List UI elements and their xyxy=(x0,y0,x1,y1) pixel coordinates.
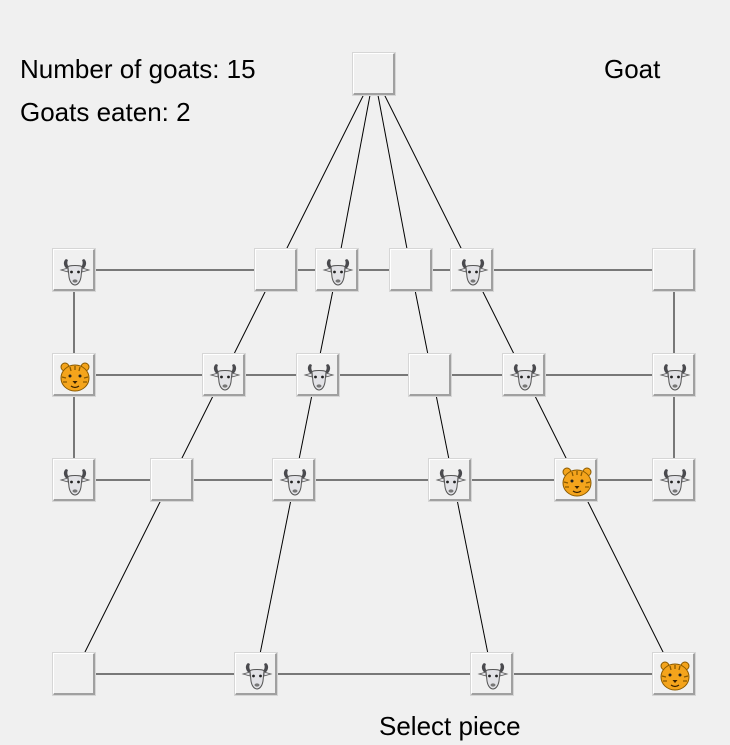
goat-icon xyxy=(279,469,311,496)
board-cell-r3-c1[interactable] xyxy=(235,653,277,695)
goat-icon xyxy=(209,364,241,391)
board-line xyxy=(373,73,473,271)
board-cell-r0-c1[interactable] xyxy=(255,249,297,291)
board-line xyxy=(336,73,375,271)
board-cell-r1-c2[interactable] xyxy=(297,354,339,396)
goat-count-label: Number of goats: 15 xyxy=(20,54,256,84)
goat-icon xyxy=(59,469,91,496)
goat-icon xyxy=(457,259,489,286)
goat-icon xyxy=(322,259,354,286)
board-cell-r2-c5[interactable] xyxy=(653,459,695,501)
board-cell-r3-c0[interactable] xyxy=(53,653,95,695)
board-cell-r1-c1[interactable] xyxy=(203,354,245,396)
board-cell-r1-c4[interactable] xyxy=(503,354,545,396)
board-cell-r2-c2[interactable] xyxy=(273,459,315,501)
goat-icon xyxy=(659,469,691,496)
board-cell-r1-c0[interactable] xyxy=(53,354,95,396)
board-cell-r2-c0[interactable] xyxy=(53,459,95,501)
board-cell-r2-c3[interactable] xyxy=(429,459,471,501)
board-cell-r0-c3[interactable] xyxy=(390,249,432,291)
board-line xyxy=(275,73,375,271)
goat-icon xyxy=(241,663,273,690)
goat-icon xyxy=(477,663,509,690)
board-cell-r3-c2[interactable] xyxy=(471,653,513,695)
tiger-icon xyxy=(60,362,90,392)
board-cell-r1-c5[interactable] xyxy=(653,354,695,396)
board-cell-r3-c3[interactable] xyxy=(653,653,695,695)
board-cell-r0-c2[interactable] xyxy=(316,249,358,291)
goat-icon xyxy=(509,364,541,391)
goat-icon xyxy=(435,469,467,496)
board-cell-r0-c5[interactable] xyxy=(653,249,695,291)
goat-icon xyxy=(659,364,691,391)
board-cell-r2-c1[interactable] xyxy=(151,459,193,501)
board-cell-apex[interactable] xyxy=(353,53,395,95)
goat-icon xyxy=(303,364,335,391)
board-cell-r0-c4[interactable] xyxy=(451,249,493,291)
current-turn-label: Goat xyxy=(604,54,661,84)
tiger-icon xyxy=(660,661,690,691)
board-cell-r1-c3[interactable] xyxy=(409,354,451,396)
goats-eaten-label: Goats eaten: 2 xyxy=(20,97,191,127)
board-line xyxy=(373,73,412,271)
board-cell-r0-c0[interactable] xyxy=(53,249,95,291)
status-message: Select piece xyxy=(379,711,521,741)
board-cell-r2-c4[interactable] xyxy=(555,459,597,501)
goat-icon xyxy=(59,259,91,286)
tiger-icon xyxy=(562,467,592,497)
